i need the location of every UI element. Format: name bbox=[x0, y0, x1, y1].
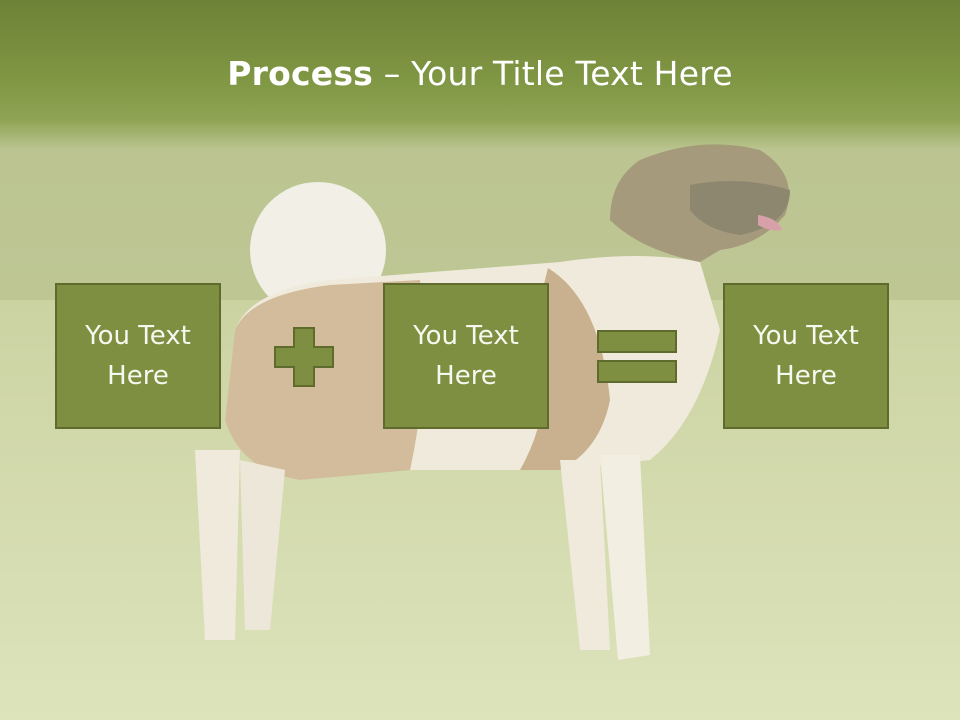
title-rest-part: – Your Title Text Here bbox=[373, 54, 733, 93]
process-box-2[interactable]: You Text Here bbox=[383, 283, 549, 429]
process-box-3-text: You Text Here bbox=[753, 321, 859, 391]
title-band bbox=[0, 0, 960, 150]
process-box-3[interactable]: You Text Here bbox=[723, 283, 889, 429]
title-bold-part: Process bbox=[227, 54, 374, 93]
process-box-2-text: You Text Here bbox=[413, 321, 519, 391]
process-box-1[interactable]: You Text Here bbox=[55, 283, 221, 429]
plus-icon bbox=[274, 327, 334, 387]
equals-icon bbox=[597, 330, 677, 383]
process-box-1-text: You Text Here bbox=[85, 321, 191, 391]
slide-title[interactable]: Process – Your Title Text Here bbox=[0, 52, 960, 96]
